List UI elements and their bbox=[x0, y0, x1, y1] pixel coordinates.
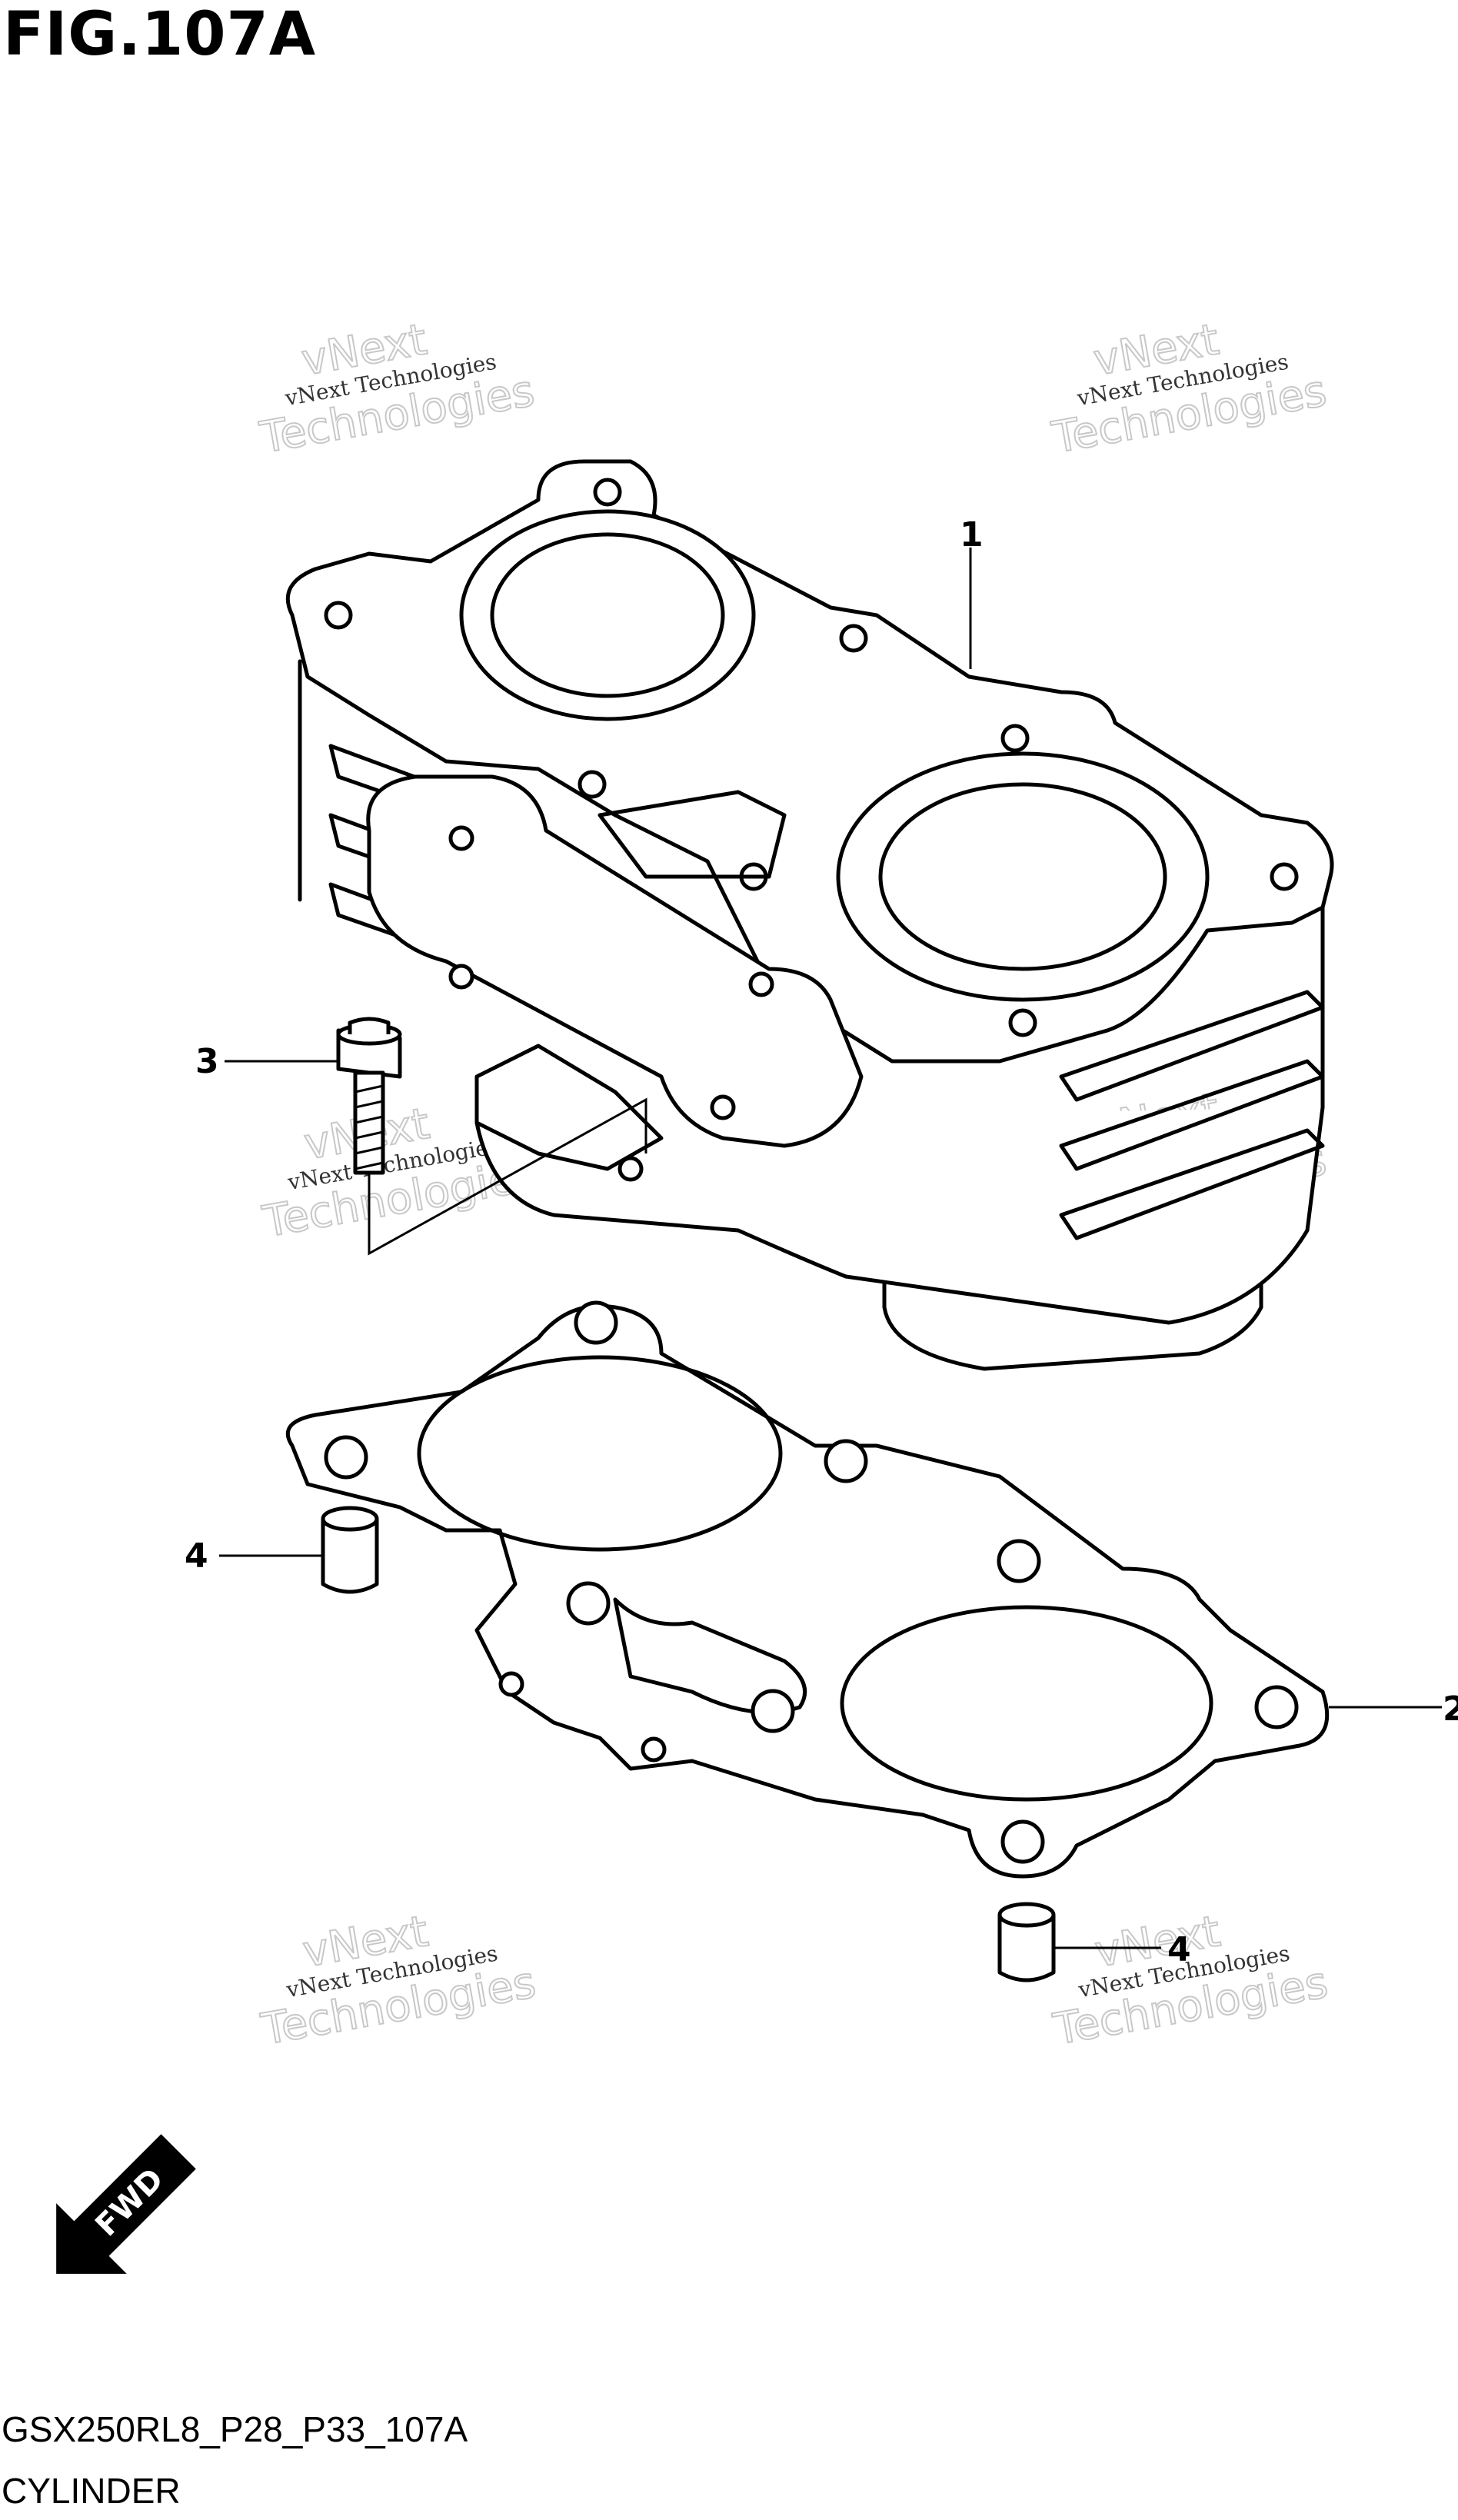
cylinder-block-part[interactable] bbox=[285, 459, 1334, 1371]
gasket-bore-rear bbox=[840, 1605, 1213, 1802]
gasket-hole bbox=[824, 1439, 868, 1483]
stud-hole bbox=[578, 770, 607, 799]
gasket-hole bbox=[574, 1300, 618, 1345]
stud-hole bbox=[1270, 862, 1299, 891]
cylinder-base-flange bbox=[474, 1107, 1325, 1325]
watermark-top-right: Technologies vNext vNext Technologies bbox=[1047, 314, 1331, 464]
gasket-small-hole bbox=[498, 1671, 524, 1697]
leader-line-bolt-target bbox=[368, 1097, 647, 1256]
callout-1: 1 bbox=[960, 515, 984, 554]
stud-hole bbox=[324, 601, 353, 630]
figure-title: FIG.107A bbox=[3, 0, 317, 69]
cylinder-gasket-part[interactable] bbox=[285, 1300, 1330, 1879]
cylinder-bore-front-inner bbox=[490, 532, 725, 698]
cooling-fin bbox=[1059, 1128, 1325, 1240]
gasket-hole bbox=[751, 1689, 795, 1733]
bolt-head bbox=[348, 1017, 391, 1034]
gasket-hole bbox=[324, 1435, 368, 1480]
bolt-thread bbox=[355, 1084, 384, 1170]
callout-4a: 4 bbox=[185, 1536, 208, 1576]
gasket-hole bbox=[566, 1581, 611, 1626]
cam-chain-tunnel bbox=[598, 790, 787, 879]
dowel-pin-top bbox=[997, 1902, 1056, 1928]
cylinder-bore-rear-inner bbox=[878, 782, 1167, 971]
cylinder-top-deck bbox=[285, 459, 1334, 1064]
gasket-bore-front bbox=[417, 1355, 783, 1552]
gasket-oil-passage bbox=[613, 1597, 807, 1715]
gasket-hole bbox=[1000, 1819, 1045, 1864]
bolt-hole bbox=[448, 825, 474, 851]
stud-hole bbox=[839, 624, 868, 653]
callout-4b: 4 bbox=[1167, 1930, 1191, 1969]
intake-manifold-boss bbox=[366, 774, 864, 1148]
watermark-top-left: Technologies vNext vNext Technologies bbox=[255, 314, 539, 464]
bolt-hole bbox=[748, 971, 774, 997]
watermark-bottom-left: Technologies vNext vNext Technologies bbox=[257, 1906, 541, 2056]
callout-2: 2 bbox=[1443, 1689, 1458, 1729]
cylinder-skirt bbox=[882, 1243, 1263, 1371]
bolt-hole bbox=[448, 964, 474, 990]
dowel-pin-body bbox=[321, 1519, 379, 1594]
bolt-hole bbox=[710, 1094, 736, 1120]
dowel-pin-top bbox=[321, 1506, 379, 1532]
stud-hole bbox=[593, 478, 622, 507]
watermark-bottom-right: Technologies vNext vNext Technologies bbox=[1049, 1906, 1333, 2056]
figure-name: CYLINDER bbox=[2, 2471, 181, 2511]
dowel-pin-part-a[interactable] bbox=[321, 1506, 379, 1594]
bolt-part[interactable] bbox=[336, 1017, 402, 1175]
lower-bracket bbox=[474, 1044, 664, 1171]
gasket-hole bbox=[997, 1539, 1041, 1583]
dowel-pin-part-b[interactable] bbox=[997, 1902, 1056, 1982]
fwd-arrow-icon bbox=[56, 2134, 196, 2274]
fwd-arrow: FWD bbox=[56, 2134, 196, 2274]
stud-hole bbox=[1008, 1008, 1037, 1037]
cylinder-bore-rear bbox=[836, 751, 1210, 1002]
dowel-pin-body bbox=[997, 1915, 1056, 1982]
figure-code: GSX250RL8_P28_P33_107A bbox=[2, 2409, 468, 2449]
cylinder-bore-front bbox=[459, 509, 756, 721]
stud-hole bbox=[1000, 724, 1030, 753]
gasket-outline bbox=[285, 1303, 1330, 1879]
gasket-small-hole bbox=[641, 1736, 667, 1763]
bracket-hole bbox=[617, 1156, 644, 1182]
callout-3: 3 bbox=[195, 1042, 219, 1081]
gasket-hole bbox=[1254, 1685, 1299, 1729]
